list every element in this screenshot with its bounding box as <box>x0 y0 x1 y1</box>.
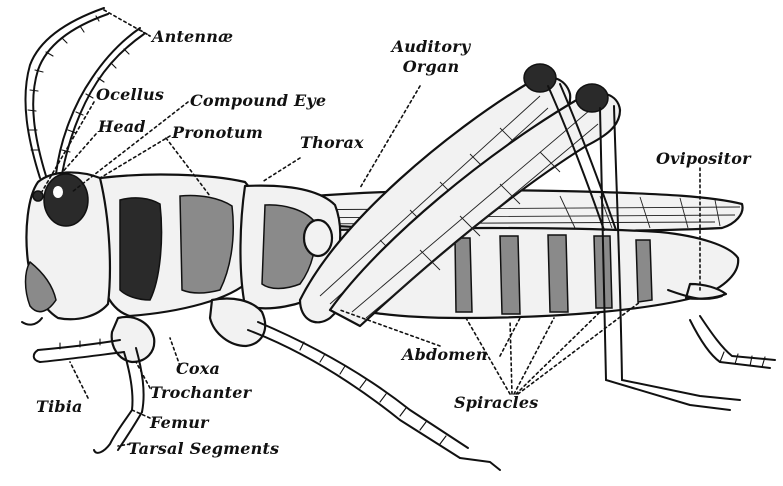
label-pronotum: Pronotum <box>172 124 263 142</box>
label-abdomen: Abdomen <box>402 346 488 364</box>
label-ocellus: Ocellus <box>96 86 164 104</box>
label-head: Head <box>98 118 146 136</box>
label-ovipositor: Ovipositor <box>656 150 751 168</box>
label-coxa: Coxa <box>176 360 220 378</box>
label-trochanter: Trochanter <box>150 384 251 402</box>
label-spiracles: Spiracles <box>454 394 538 412</box>
label-tibia: Tibia <box>36 398 83 416</box>
label-antennae: Antennæ <box>152 28 233 46</box>
label-tarsal-segments: Tarsal Segments <box>128 440 279 458</box>
front-leg-drawing <box>34 317 155 453</box>
label-auditory-organ-line2: Organ <box>376 58 486 76</box>
label-thorax: Thorax <box>300 134 364 152</box>
label-auditory-organ-line1: Auditory <box>376 38 486 56</box>
label-compound-eye: Compound Eye <box>190 92 326 110</box>
head-drawing <box>22 172 110 324</box>
label-femur: Femur <box>150 414 209 432</box>
